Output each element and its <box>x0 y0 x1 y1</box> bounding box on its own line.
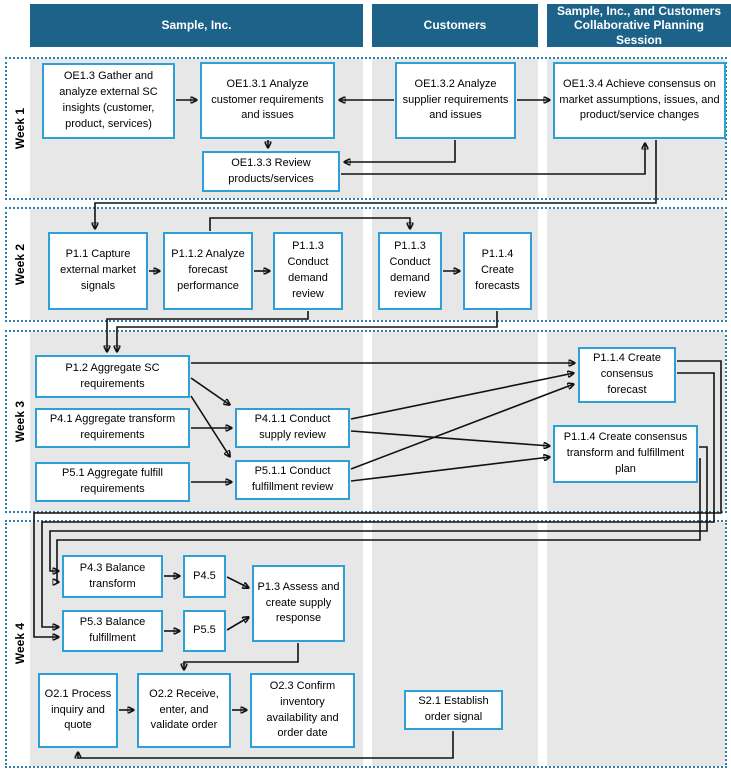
node-p1-1-4-consensus-transform-plan: P1.1.4 Create consensus transform and fu… <box>553 425 698 483</box>
node-oe1-3-4: OE1.3.4 Achieve consensus on market assu… <box>553 62 726 139</box>
node-oe1-3-3: OE1.3.3 Review products/services <box>202 151 340 192</box>
node-p4-3: P4.3 Balance transform <box>62 555 163 598</box>
node-p1-1-3-customers: P1.1.3 Conduct demand review <box>378 232 442 310</box>
column-header-collaborative-session: Sample, Inc., and Customers Collaborativ… <box>547 4 731 47</box>
node-p1-1: P1.1 Capture external market signals <box>48 232 148 310</box>
node-p5-5: P5.5 <box>183 610 226 652</box>
column-header-customers: Customers <box>372 4 538 47</box>
lane-band-collab <box>547 209 725 320</box>
node-oe1-3: OE1.3 Gather and analyze external SC ins… <box>42 63 175 139</box>
node-p1-1-3-sample: P1.1.3 Conduct demand review <box>273 232 343 310</box>
node-p1-3: P1.3 Assess and create supply response <box>252 565 345 642</box>
node-p1-1-4-create-forecasts: P1.1.4 Create forecasts <box>463 232 532 310</box>
column-header-sample-inc: Sample, Inc. <box>30 4 363 47</box>
node-p1-1-2: P1.1.2 Analyze forecast performance <box>163 232 253 310</box>
node-s2-1: S2.1 Establish order signal <box>404 690 503 730</box>
node-p4-5: P4.5 <box>183 555 226 598</box>
node-p4-1-1: P4.1.1 Conduct supply review <box>235 408 350 448</box>
lane-band-customers <box>372 332 538 511</box>
node-o2-1: O2.1 Process inquiry and quote <box>38 673 118 748</box>
node-p5-1-1: P5.1.1 Conduct fulfillment review <box>235 460 350 500</box>
node-oe1-3-1: OE1.3.1 Analyze customer requirements an… <box>200 62 335 139</box>
node-p1-1-4-consensus-forecast: P1.1.4 Create consensus forecast <box>578 347 676 403</box>
node-oe1-3-2: OE1.3.2 Analyze supplier requirements an… <box>395 62 516 139</box>
node-o2-3: O2.3 Confirm inventory availability and … <box>250 673 355 748</box>
node-o2-2: O2.2 Receive, enter, and validate order <box>137 673 231 748</box>
node-p5-1: P5.1 Aggregate fulfill requirements <box>35 462 190 502</box>
node-p4-1: P4.1 Aggregate transform requirements <box>35 408 190 448</box>
node-p1-2: P1.2 Aggregate SC requirements <box>35 355 190 398</box>
lane-band-collab <box>547 522 725 766</box>
node-p5-3: P5.3 Balance fulfillment <box>62 610 163 652</box>
